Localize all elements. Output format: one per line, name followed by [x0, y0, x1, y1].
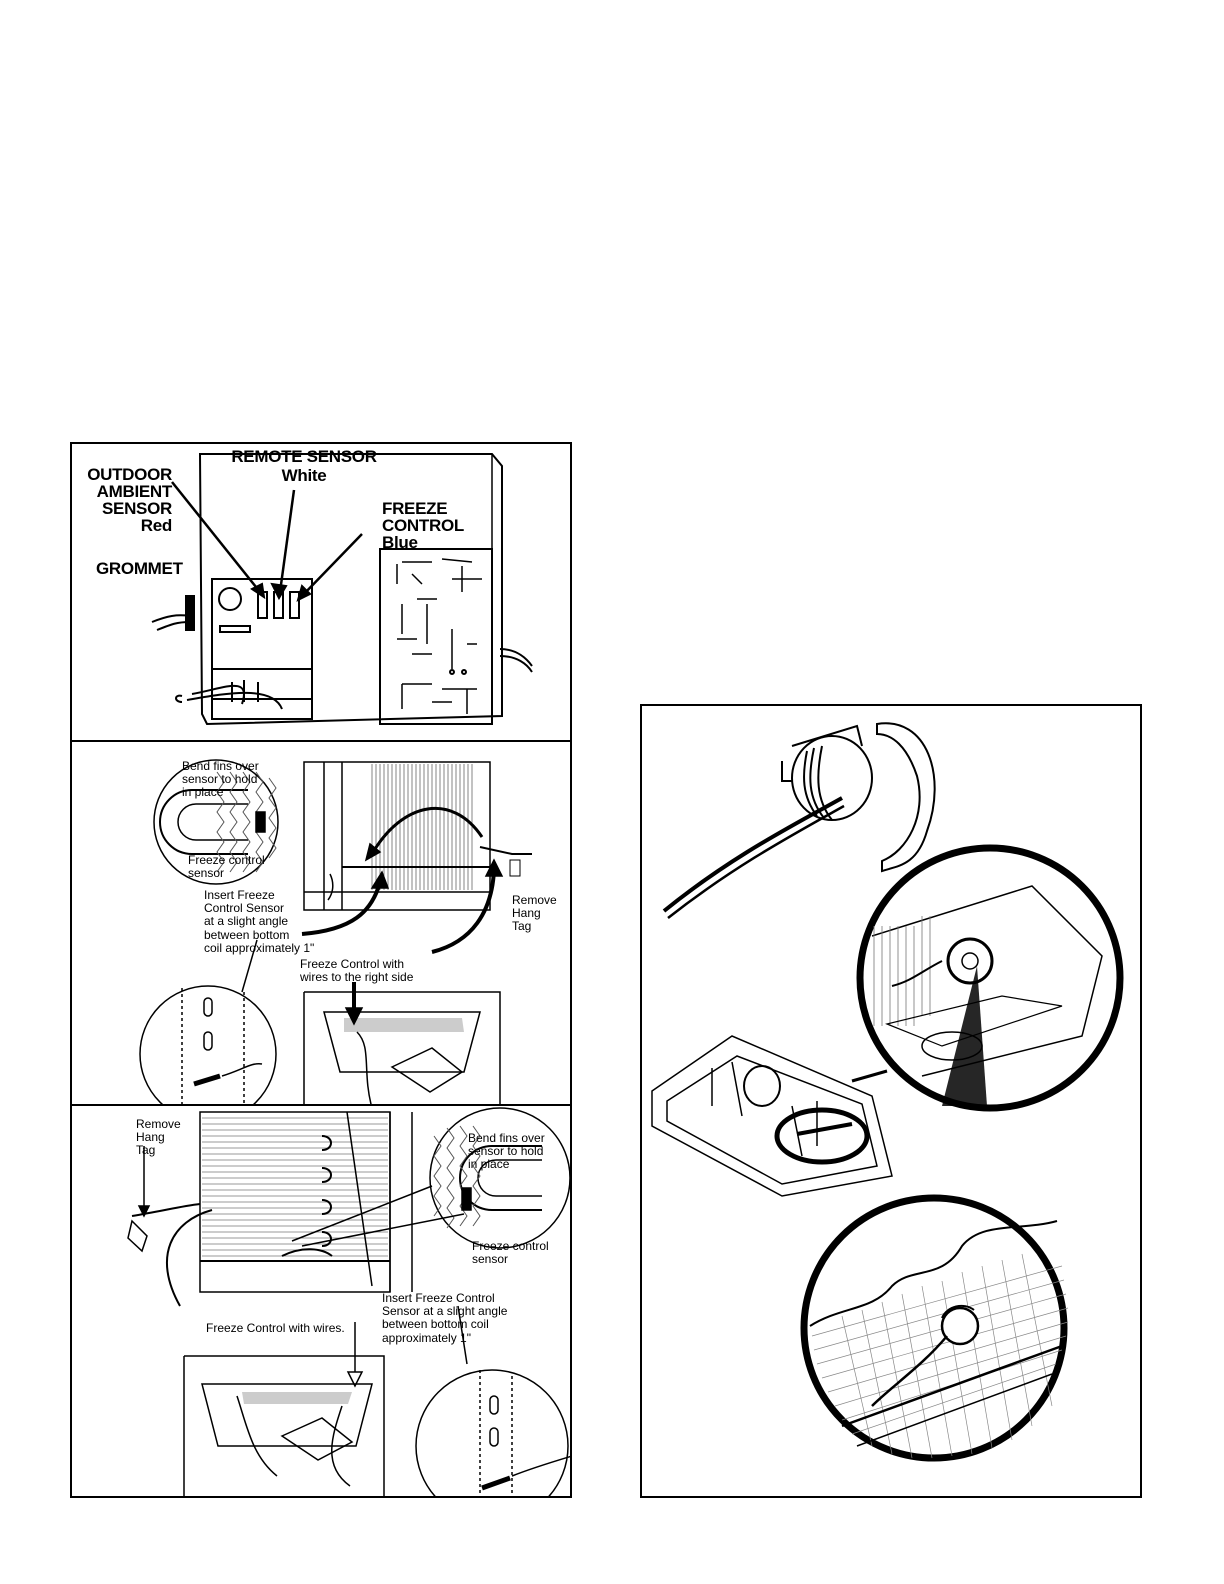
panel-sensor-locations: OUTDOOR AMBIENT SENSOR Red GROMMET REMOT…: [70, 442, 572, 742]
label-insert-instructions-b: Insert Freeze Control Sensor at a slight…: [382, 1291, 508, 1345]
label-remove-hang-tag: Remove Hang Tag: [512, 893, 557, 934]
label-bend-fins-b: Bend fins over sensor to hold in place: [468, 1131, 545, 1172]
label-freeze-control-sensor: Freeze control sensor: [188, 853, 265, 881]
control-box-illustration: [151, 453, 533, 726]
label-remove-hang-tag-b: Remove Hang Tag: [136, 1117, 181, 1158]
panel-unit-closeup: [640, 704, 1142, 1498]
label-freeze-control-with-wires: Freeze Control with wires.: [206, 1321, 345, 1335]
coil-install-illustration-a: [139, 759, 532, 1104]
unit-closeup-illustration: [651, 722, 1124, 1462]
label-insert-instructions: Insert Freeze Control Sensor at a slight…: [204, 888, 315, 955]
label-freeze-control: FREEZE CONTROL Blue: [382, 499, 464, 552]
panel-freeze-control-install-a: Bend fins over sensor to hold in place F…: [70, 740, 572, 1106]
label-remote-sensor: REMOTE SENSOR White: [231, 447, 377, 485]
label-wires-right-side: Freeze Control with wires to the right s…: [300, 957, 414, 985]
panel-freeze-control-install-b: Remove Hang Tag Bend fins over sensor to…: [70, 1104, 572, 1498]
label-grommet: GROMMET: [96, 559, 183, 578]
label-outdoor-ambient-sensor: OUTDOOR AMBIENT SENSOR Red: [87, 465, 172, 535]
coil-install-illustration-b: [127, 1107, 570, 1496]
label-bend-fins: Bend fins over sensor to hold in place: [182, 759, 259, 800]
label-freeze-control-sensor-b: Freeze control sensor: [472, 1239, 549, 1267]
